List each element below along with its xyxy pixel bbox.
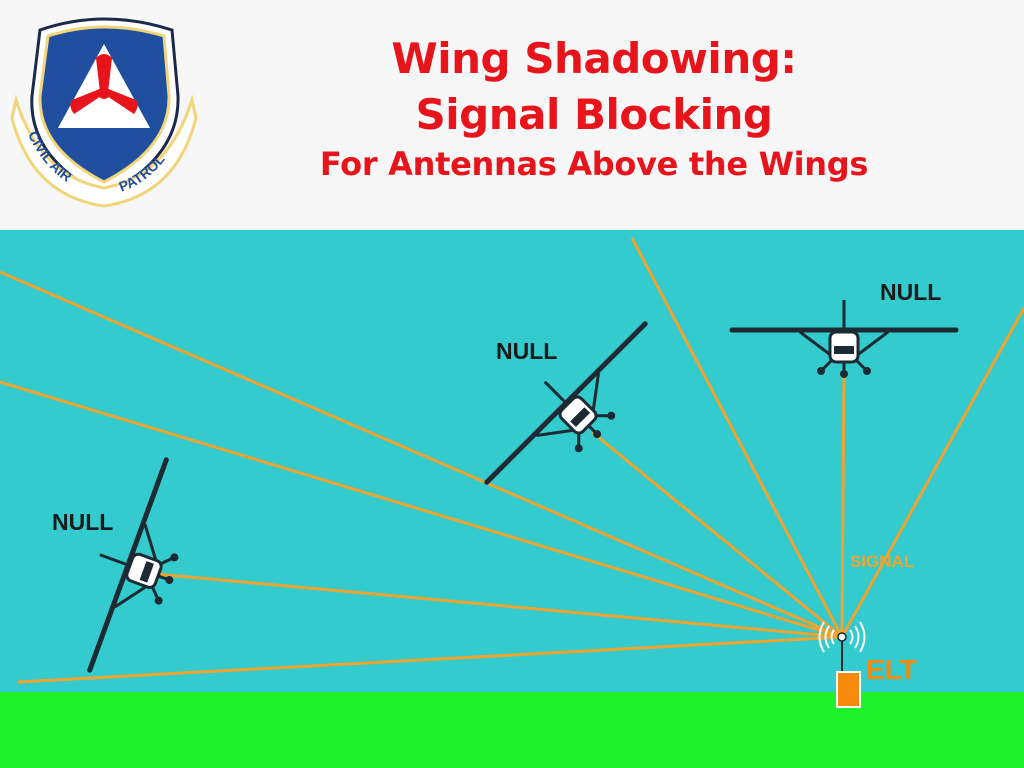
signal-ray xyxy=(840,307,1024,638)
logo-ribbon xyxy=(10,94,198,208)
title-line-1: Wing Shadowing: xyxy=(391,34,797,83)
elt-transmitter xyxy=(818,621,866,708)
subtitle: For Antennas Above the Wings xyxy=(319,145,869,183)
ground-area xyxy=(0,692,1024,768)
propeller-icon xyxy=(70,54,138,114)
title-line-2: Signal Blocking xyxy=(415,90,773,139)
signal-ray xyxy=(0,380,843,639)
null-label-middle: NULL xyxy=(496,338,557,364)
signal-ray xyxy=(591,430,843,639)
signal-ray xyxy=(630,237,844,638)
elt-label: ELT xyxy=(866,654,917,685)
radio-waves-icon xyxy=(818,621,866,653)
signal-ray xyxy=(0,270,843,639)
signal-ray xyxy=(17,635,843,684)
elt-box xyxy=(836,671,861,708)
antenna-icon xyxy=(837,632,847,642)
null-label-right: NULL xyxy=(880,279,941,305)
signal-ray xyxy=(840,369,846,638)
signal-label: SIGNAL xyxy=(850,552,914,571)
null-label-left: NULL xyxy=(52,509,113,535)
signal-ray xyxy=(155,572,843,639)
signal-rays xyxy=(0,237,1024,684)
civil-air-patrol-logo: CIVIL AIR PATROL xyxy=(10,17,198,208)
sky-area xyxy=(0,230,1024,692)
